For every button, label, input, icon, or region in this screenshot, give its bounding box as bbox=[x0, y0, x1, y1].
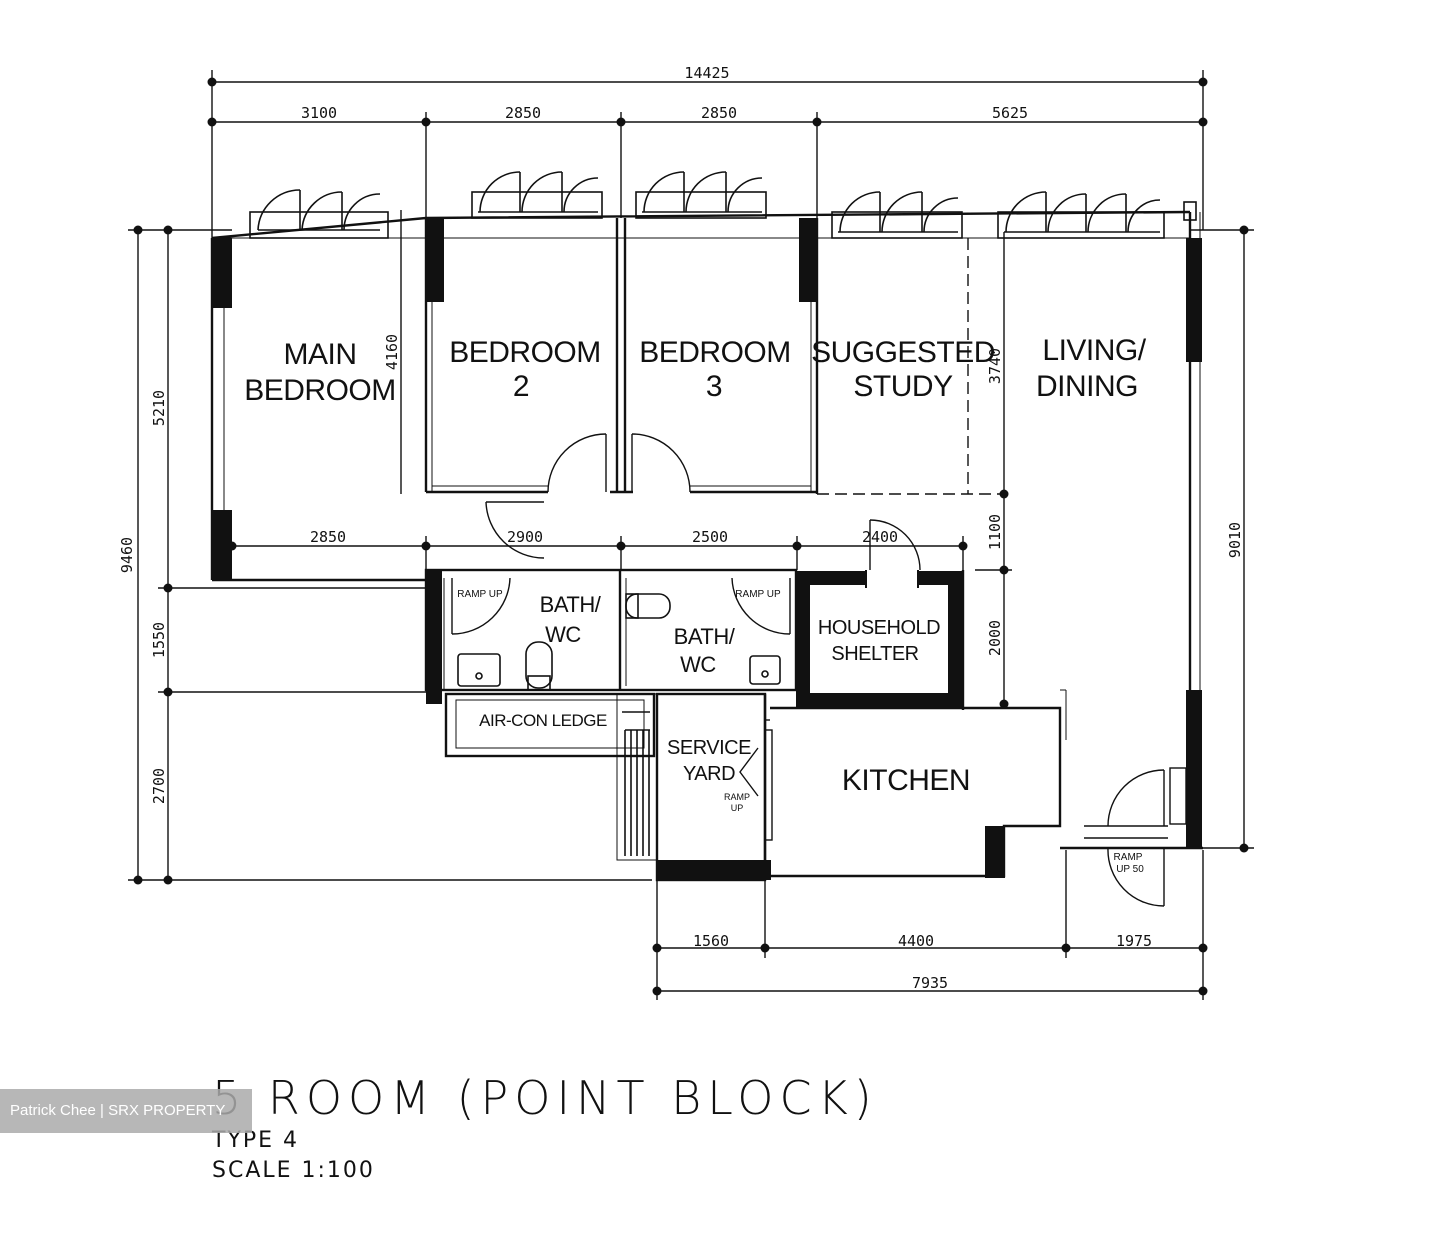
room-bath-wc-2: BATH/ WC bbox=[674, 624, 737, 677]
door-swings bbox=[451, 433, 1187, 907]
dim-bottom-3: 1975 bbox=[1116, 932, 1152, 950]
room-label: BEDROOM bbox=[639, 336, 791, 369]
room-aircon-ledge: AIR-CON LEDGE bbox=[479, 711, 607, 730]
dim-study-depth: 3740 bbox=[986, 348, 1004, 384]
dim-bottom-1: 1560 bbox=[693, 932, 729, 950]
room-label: SUGGESTED bbox=[811, 336, 995, 369]
room-label: MAIN bbox=[284, 338, 357, 371]
dim-mid-1: 2850 bbox=[310, 528, 346, 546]
room-label: 2 bbox=[513, 370, 529, 403]
room-label: BATH/ bbox=[674, 624, 736, 649]
staircase bbox=[624, 729, 650, 856]
ramp-note-yard-2: UP bbox=[731, 803, 744, 813]
room-bedroom-2: BEDROOM 2 bbox=[449, 336, 601, 403]
dim-bottom-overall: 7935 bbox=[912, 974, 948, 992]
dim-top-3: 2850 bbox=[701, 104, 737, 122]
dim-overall-top: 14425 bbox=[684, 64, 729, 82]
room-main-bedroom: MAIN BEDROOM bbox=[244, 338, 396, 407]
room-suggested-study: SUGGESTED STUDY bbox=[811, 336, 995, 403]
room-label: BEDROOM bbox=[244, 374, 396, 407]
room-bedroom-3: BEDROOM 3 bbox=[639, 336, 791, 403]
dim-top-2: 2850 bbox=[505, 104, 541, 122]
dim-top-4: 5625 bbox=[992, 104, 1028, 122]
plan-type: TYPE 4 bbox=[212, 1128, 300, 1153]
dim-bottom-2: 4400 bbox=[898, 932, 934, 950]
ramp-note-bath2: RAMP UP bbox=[735, 589, 781, 600]
plan-caption: 5 ROOM (POINT BLOCK) TYPE 4 SCALE 1:100 bbox=[212, 1070, 878, 1186]
solid-columns bbox=[212, 218, 1202, 880]
ramp-note-bath1: RAMP UP bbox=[457, 589, 503, 600]
dimension-ticks bbox=[133, 77, 1249, 996]
dim-mid-4: 2400 bbox=[862, 528, 898, 546]
watermark-badge: Patrick Chee | SRX PROPERTY bbox=[0, 1089, 252, 1133]
room-living-dining: LIVING/ DINING bbox=[1036, 334, 1147, 403]
ramp-note-entry: RAMP bbox=[1114, 852, 1143, 863]
room-service-yard: SERVICE YARD bbox=[667, 737, 752, 785]
room-kitchen: KITCHEN bbox=[842, 764, 970, 797]
ramp-note-yard: RAMP bbox=[724, 792, 750, 802]
ramp-note-entry-2: UP 50 bbox=[1116, 864, 1144, 875]
dimension-lines bbox=[128, 70, 1254, 1000]
room-label: HOUSEHOLD bbox=[818, 617, 940, 639]
dim-bedroom-depth: 4160 bbox=[383, 334, 401, 370]
dim-left-3: 2700 bbox=[150, 768, 168, 804]
room-label: LIVING/ bbox=[1042, 334, 1146, 367]
dim-top-1: 3100 bbox=[301, 104, 337, 122]
room-label: SERVICE bbox=[667, 737, 751, 759]
dim-corridor: 1100 bbox=[986, 514, 1004, 550]
room-label: BEDROOM bbox=[449, 336, 601, 369]
dim-left-overall: 9460 bbox=[118, 537, 136, 573]
room-label: WC bbox=[680, 652, 716, 677]
room-household-shelter: HOUSEHOLD SHELTER bbox=[818, 617, 941, 665]
room-label: BATH/ bbox=[540, 592, 602, 617]
room-bath-wc-1: BATH/ WC bbox=[540, 592, 603, 647]
dim-mid-2: 2900 bbox=[507, 528, 543, 546]
room-label: STUDY bbox=[853, 370, 953, 403]
room-label: DINING bbox=[1036, 370, 1138, 403]
dim-left-1: 5210 bbox=[150, 390, 168, 426]
room-label: YARD bbox=[683, 763, 735, 785]
windows bbox=[249, 171, 1197, 239]
room-label: WC bbox=[545, 622, 581, 647]
dim-left-2: 1550 bbox=[150, 622, 168, 658]
dim-shelter: 2000 bbox=[986, 620, 1004, 656]
plan-title: 5 ROOM (POINT BLOCK) bbox=[212, 1071, 878, 1125]
room-label: 3 bbox=[706, 370, 722, 403]
dim-right-overall: 9010 bbox=[1226, 522, 1244, 558]
fixtures bbox=[457, 593, 781, 713]
plan-scale: SCALE 1:100 bbox=[212, 1158, 375, 1183]
dim-mid-3: 2500 bbox=[692, 528, 728, 546]
household-shelter bbox=[796, 568, 962, 707]
room-label: SHELTER bbox=[831, 643, 918, 665]
